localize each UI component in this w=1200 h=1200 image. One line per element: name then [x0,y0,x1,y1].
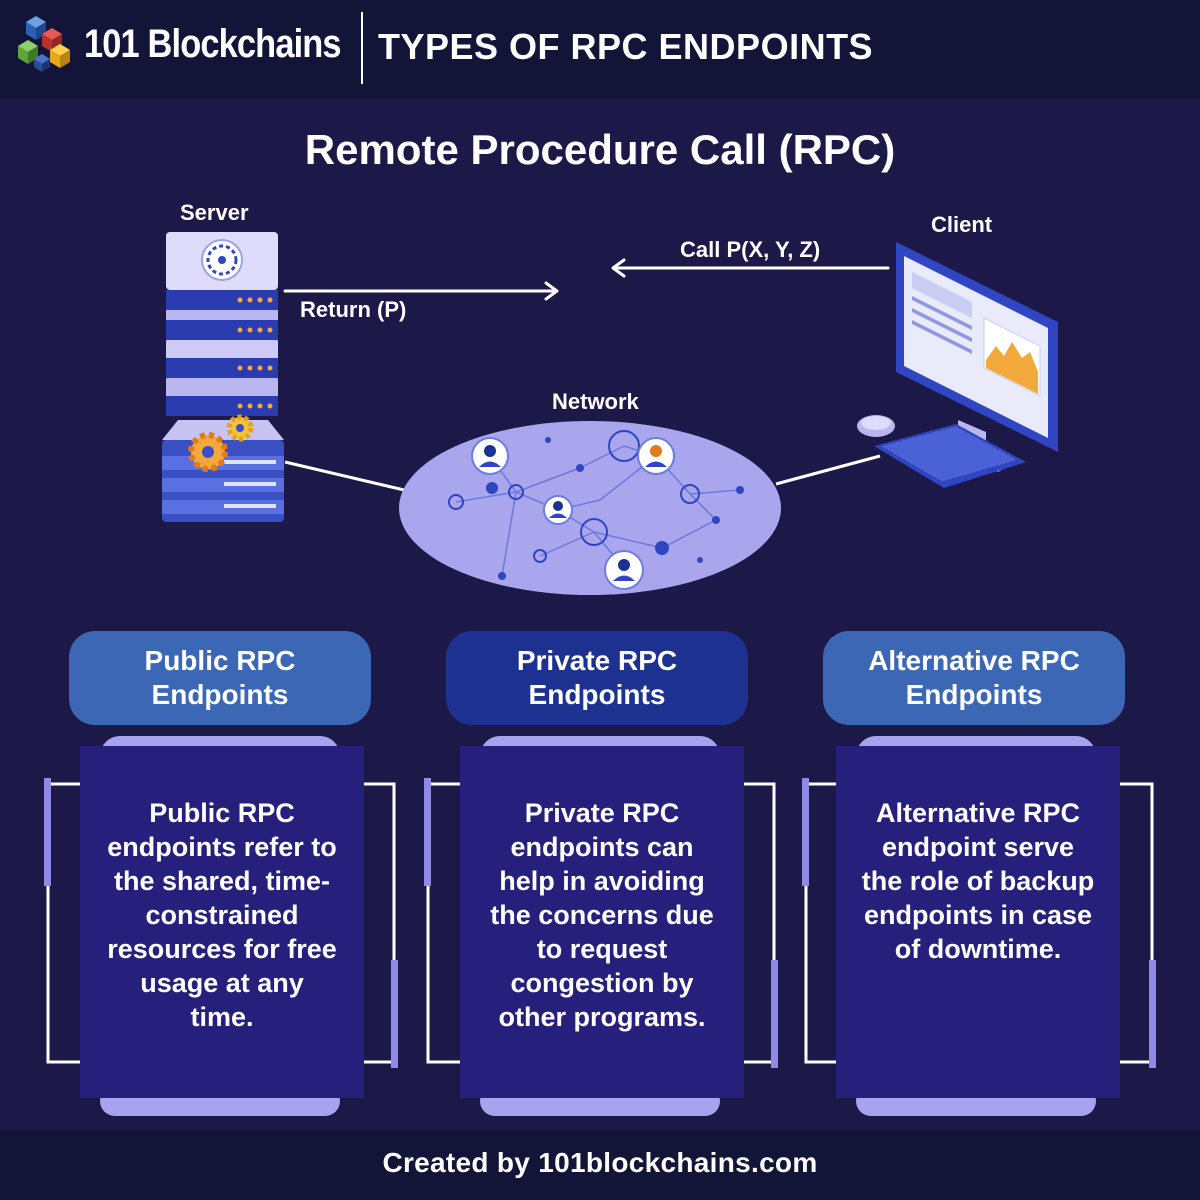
desc-line: usage at any [140,968,304,998]
client-network-link [775,454,881,486]
desc-line: Public RPC [149,798,295,828]
title-line: Endpoints [528,679,666,710]
return-arrow-icon [283,281,559,301]
server-network-link [284,460,405,492]
server-label: Server [180,200,249,225]
alternative-endpoint-description: Alternative RPC endpoint serve the role … [840,796,1116,966]
public-endpoint-description: Public RPC endpoints refer to the shared… [84,796,360,1034]
card-body [460,746,744,1098]
desc-line: time. [190,1002,254,1032]
rpc-diagram [162,232,1058,595]
title-line: Endpoints [905,679,1043,710]
desc-line: resources for free [107,934,337,964]
desc-line: endpoint serve [881,832,1075,862]
computer-monitor-icon [896,242,1058,472]
keyboard-icon [874,424,1026,488]
call-label: Call P(X, Y, Z) [680,237,821,262]
header-title: TYPES OF RPC ENDPOINTS [378,26,874,67]
network-label: Network [552,389,639,414]
desc-line: to request [536,934,668,964]
title-line: Endpoints [151,679,289,710]
call-arrow-icon [611,258,890,278]
desc-line: endpoints refer to [107,832,337,862]
desc-line: other programs. [498,1002,706,1032]
desc-line: the concerns due [490,900,714,930]
logo-cubes-icon [18,16,70,72]
desc-line: endpoints can [510,832,694,862]
header-bar [0,0,1200,98]
user-avatar-icon [543,495,573,525]
title-line: Public RPC [144,645,296,676]
server-icon [166,232,278,416]
desc-line: help in avoiding [499,866,705,896]
user-avatar-icon [471,437,509,475]
user-avatar-icon [604,550,644,590]
desc-line: of downtime. [894,934,1062,964]
brand-name: 101 Blockchains [84,22,342,66]
diagram-title: Remote Procedure Call (RPC) [304,126,896,173]
title-line: Alternative RPC [868,645,1080,676]
network-cloud-icon [399,421,781,595]
gear-rack-icon [162,414,284,522]
alternative-endpoint-card: Alternative RPC endpoint serve the role … [836,736,1192,1116]
desc-line: endpoints in case [863,900,1093,930]
desc-line: congestion by [510,968,694,998]
client-label: Client [931,212,993,237]
desc-line: the shared, time- [113,866,331,896]
title-line: Private RPC [516,645,678,676]
desc-line: Alternative RPC [875,798,1081,828]
desc-line: Private RPC [524,798,680,828]
return-label: Return (P) [300,297,407,322]
card-body [836,746,1120,1098]
desc-line: the role of backup [861,866,1095,896]
header-divider [361,12,363,84]
support-agent-icon [637,437,675,475]
card-body [80,746,364,1098]
private-endpoint-card: Private RPC endpoints can help in avoidi… [460,736,816,1116]
footer-credit: Created by 101blockchains.com [382,1147,818,1178]
mouse-icon [857,415,895,437]
desc-line: constrained [145,900,299,930]
private-endpoint-description: Private RPC endpoints can help in avoidi… [464,796,740,1034]
public-endpoint-card: Public RPC endpoints refer to the shared… [80,736,436,1116]
footer-bar [0,1130,1200,1200]
